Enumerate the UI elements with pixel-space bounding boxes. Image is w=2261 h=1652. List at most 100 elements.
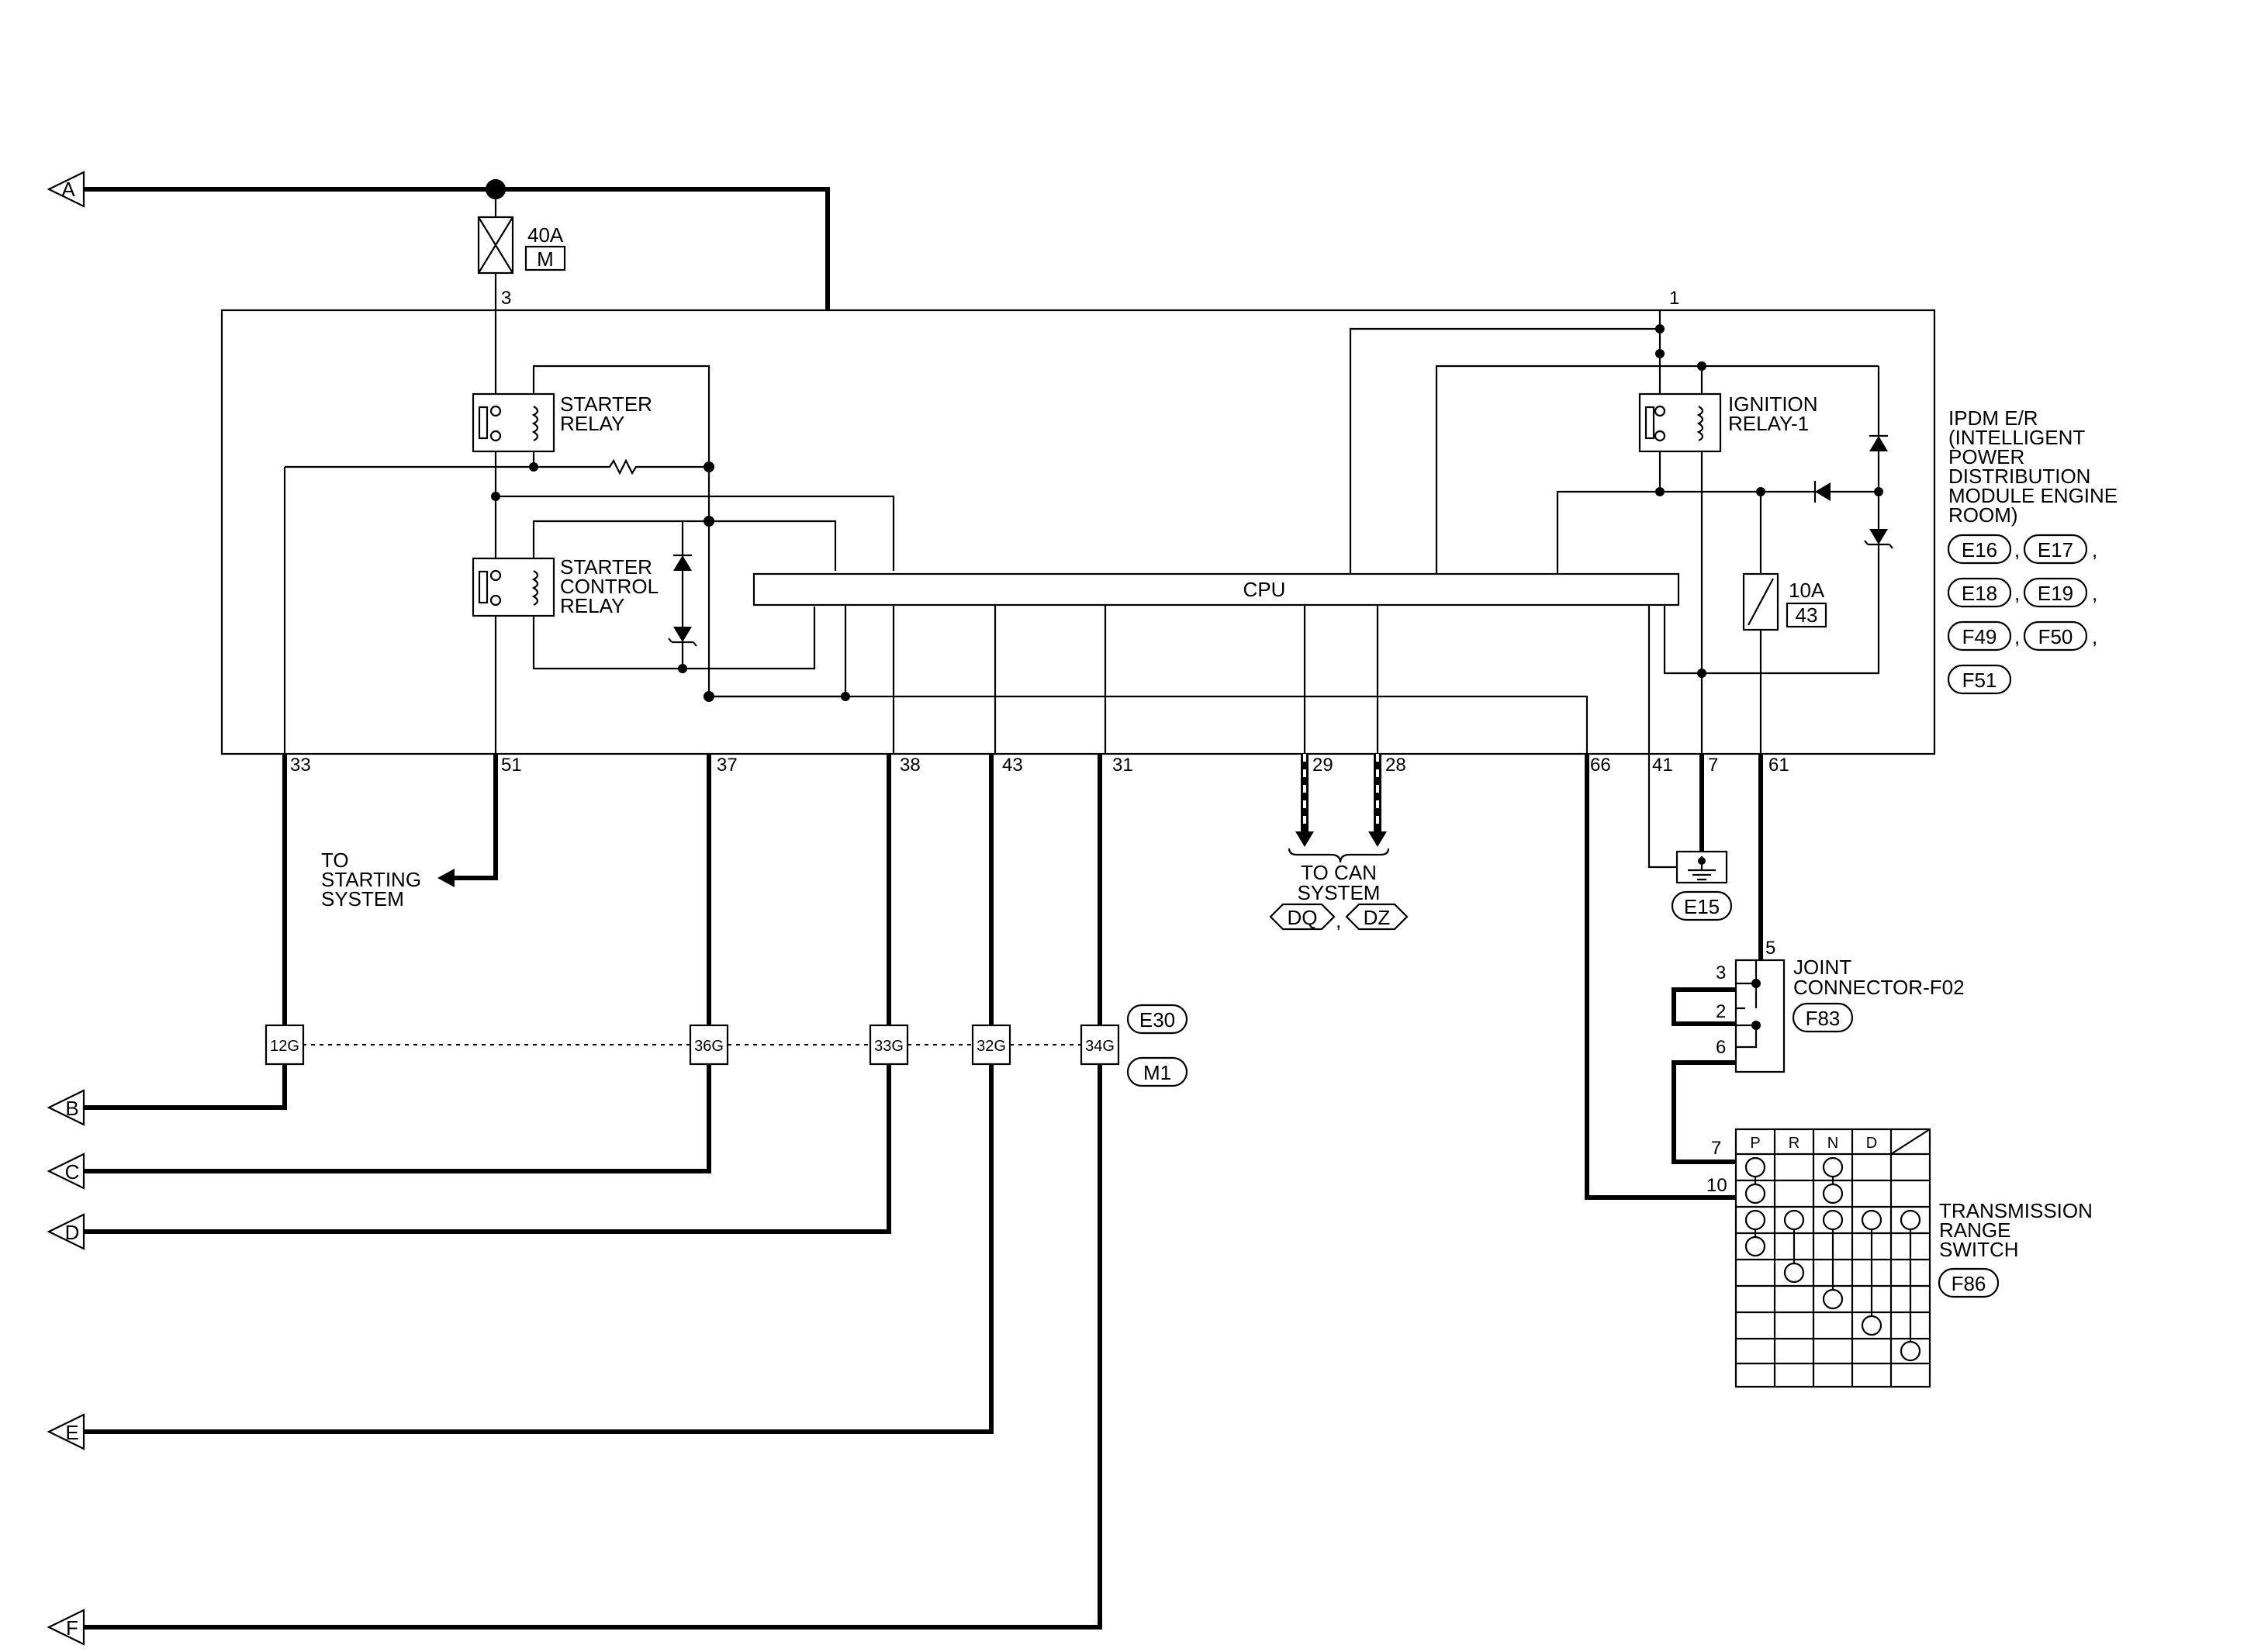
fuse-40a-rating: 40A [527,223,564,247]
svg-text:MODULE ENGINE: MODULE ENGINE [1948,484,2118,507]
svg-text:,: , [2092,538,2097,562]
starter-control-relay: STARTER CONTROL RELAY [472,555,659,617]
battery-line: A [47,171,830,310]
svg-text:61: 61 [1768,755,1789,776]
svg-text:D: D [1866,1135,1877,1152]
svg-text:TRANSMISSION: TRANSMISSION [1939,1199,2093,1222]
svg-text:5: 5 [1765,938,1775,959]
svg-text:E18: E18 [1962,582,1997,605]
svg-text:,: , [2014,538,2020,562]
svg-text:(INTELLIGENT: (INTELLIGENT [1948,426,2085,449]
ipdm-name: IPDM E/R (INTELLIGENT POWER DISTRIBUTION… [1948,406,2118,527]
svg-text:33G: 33G [874,1038,904,1055]
svg-text:C: C [65,1160,80,1184]
svg-text:E17: E17 [2038,538,2073,562]
svg-text:6: 6 [1716,1037,1726,1058]
svg-text:,: , [2092,582,2097,605]
svg-text:36G: 36G [694,1038,724,1055]
svg-text:B: B [65,1097,78,1120]
svg-text:E19: E19 [2038,582,2073,605]
svg-text:33: 33 [290,755,311,776]
svg-text:IPDM E/R: IPDM E/R [1948,406,2038,430]
svg-text:43: 43 [1002,755,1023,776]
svg-text:29: 29 [1312,755,1333,776]
svg-text:STARTER: STARTER [560,555,652,579]
svg-text:43: 43 [1796,603,1818,627]
svg-text:51: 51 [501,755,522,776]
svg-text:10A: 10A [1789,579,1825,602]
cpu-label: CPU [1243,578,1286,601]
svg-text:TO CAN: TO CAN [1301,861,1377,884]
svg-text:32G: 32G [977,1038,1006,1055]
svg-text:31: 31 [1112,755,1133,776]
svg-text:7: 7 [1711,1138,1721,1159]
harness-connector: 12G 36G 33G 32G 34G E30 M1 [264,1004,1188,1087]
svg-text:STARTING: STARTING [321,868,421,891]
svg-text:F: F [66,1616,78,1640]
svg-text:,: , [2014,582,2020,605]
svg-text:SYSTEM: SYSTEM [1298,881,1381,904]
svg-text:N: N [1827,1135,1838,1152]
svg-text:F50: F50 [2038,625,2073,648]
svg-text:RELAY: RELAY [560,594,624,617]
svg-text:RELAY-1: RELAY-1 [1728,412,1809,435]
svg-text:10: 10 [1706,1175,1727,1196]
svg-text:STARTER: STARTER [560,392,652,416]
bottom-pin-labels: 33 51 37 38 43 31 29 28 66 41 7 61 [290,755,1789,776]
svg-text:E: E [65,1421,78,1444]
fuse-10a: 10A 43 [1742,492,1827,754]
cpu: CPU [752,572,1680,607]
connector-a-label: A [61,178,75,201]
svg-text:,: , [1336,909,1341,932]
svg-text:ROOM): ROOM) [1948,503,2018,527]
starter-relay: STARTER RELAY [472,392,652,453]
svg-text:RANGE: RANGE [1939,1218,2010,1242]
svg-text:F86: F86 [1952,1272,1986,1295]
svg-text:F83: F83 [1806,1007,1841,1030]
svg-text:,: , [2092,625,2097,648]
svg-text:12G: 12G [270,1038,299,1055]
svg-text:IGNITION: IGNITION [1728,392,1818,416]
svg-text:R: R [1789,1135,1799,1152]
svg-text:SYSTEM: SYSTEM [321,887,404,911]
pin-1-label: 1 [1669,288,1679,309]
svg-text:JOINT: JOINT [1793,956,1851,979]
svg-text:66: 66 [1590,755,1611,776]
svg-text:DQ: DQ [1288,906,1318,929]
pin-3-label: 3 [501,288,511,309]
svg-text:M1: M1 [1143,1061,1171,1084]
ground-e15: E15 [1647,754,1733,921]
joint-connector: 5 3 2 6 JOINT CONNECTOR-F02 F83 [1672,938,1965,1164]
svg-text:POWER: POWER [1948,445,2024,468]
can-lines: TO CAN SYSTEM DQ , DZ [1269,754,1409,932]
svg-text:7: 7 [1708,755,1718,776]
svg-text:F51: F51 [1962,669,1997,692]
svg-text:E15: E15 [1684,895,1720,918]
svg-text:,: , [2014,625,2020,648]
ipdm-box [220,309,1936,755]
svg-text:3: 3 [1716,963,1726,983]
svg-text:P: P [1750,1135,1760,1152]
svg-text:RELAY: RELAY [560,412,624,435]
ignition-relay: IGNITION RELAY-1 [1638,392,1818,453]
svg-text:E16: E16 [1962,538,1997,562]
fuse-40a: 40A M [477,216,566,310]
svg-text:41: 41 [1652,755,1673,776]
fuse-40a-code: M [537,247,554,271]
svg-text:DZ: DZ [1364,906,1391,929]
svg-text:CONNECTOR-F02: CONNECTOR-F02 [1793,976,1965,999]
svg-text:DISTRIBUTION: DISTRIBUTION [1948,465,2090,488]
left-connectors: B C D E F [47,1089,85,1646]
svg-text:2: 2 [1716,1001,1726,1022]
to-starting-system: TO STARTING SYSTEM [321,848,421,911]
svg-text:CONTROL: CONTROL [560,575,659,598]
svg-text:TO: TO [321,848,349,872]
svg-text:37: 37 [717,755,738,776]
svg-text:38: 38 [900,755,921,776]
transmission-range-switch: P R N D 7 10 TRANSMISSION RANGE SWITCH F… [1706,1128,2093,1388]
svg-text:F49: F49 [1962,625,1997,648]
svg-text:34G: 34G [1085,1038,1115,1055]
ipdm-connector-codes: E16 , E17 , E18 , E19 , F49 , F50 , F51 [1947,534,2097,695]
svg-text:D: D [65,1221,80,1244]
